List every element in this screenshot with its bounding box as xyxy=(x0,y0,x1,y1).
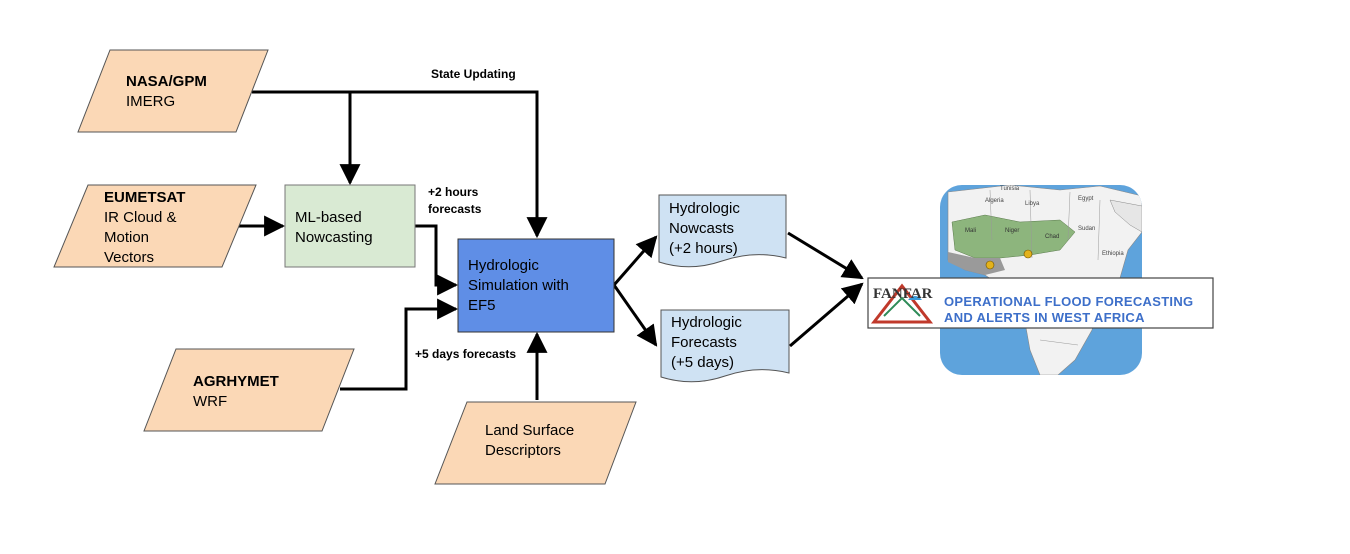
sim-line1: Hydrologic xyxy=(468,257,539,274)
sim-line2: Simulation with xyxy=(468,277,569,294)
map-label-tunisia: Tunisia xyxy=(1000,186,1020,192)
nowcasts-line3: (+2 hours) xyxy=(669,240,738,257)
land-line1: Land Surface xyxy=(485,422,574,439)
banner-line1: OPERATIONAL FLOOD FORECASTING xyxy=(944,294,1193,309)
nowcasts-line1: Hydrologic xyxy=(669,200,740,217)
label-five-days: +5 days forecasts xyxy=(415,347,516,361)
ml-line2: Nowcasting xyxy=(295,229,373,246)
eumetsat-line1: IR Cloud & xyxy=(104,209,177,226)
map-label-libya: Libya xyxy=(1025,201,1040,207)
nasa-title: NASA/GPM xyxy=(126,73,207,90)
map-label-chad: Chad xyxy=(1045,234,1059,240)
sim-line3: EF5 xyxy=(468,297,496,314)
forecasts-line1: Hydrologic xyxy=(671,314,742,331)
ml-nowcasting-box: ML-based Nowcasting xyxy=(284,184,416,268)
nowcasts-line2: Nowcasts xyxy=(669,220,734,237)
land-line2: Descriptors xyxy=(485,442,561,459)
agrhymet-title: AGRHYMET xyxy=(193,373,279,390)
fanfar-logo-text: FANFAR xyxy=(873,286,933,302)
forecasts-line2: Forecasts xyxy=(671,334,737,351)
map-label-mali: Mali xyxy=(965,228,976,234)
banner-line2: AND ALERTS IN WEST AFRICA xyxy=(944,310,1145,325)
input-land-surface: Land Surface Descriptors xyxy=(434,401,637,485)
edge-agrhymet-to-simulation xyxy=(340,298,459,391)
eumetsat-title: EUMETSAT xyxy=(104,189,185,206)
eumetsat-line3: Vectors xyxy=(104,249,154,266)
edge-sim-to-forecasts xyxy=(612,284,658,347)
nasa-subtitle: IMERG xyxy=(126,93,175,110)
edge-forecasts-to-fanfar xyxy=(789,282,864,348)
eumetsat-line2: Motion xyxy=(104,229,149,246)
output-nowcasts-document: Hydrologic Nowcasts (+2 hours) xyxy=(658,194,787,268)
ml-line1: ML-based xyxy=(295,209,362,226)
label-two-hours-line1: +2 hours xyxy=(428,185,479,199)
edge-nasa-to-simulation xyxy=(252,90,548,239)
map-label-ethiopia: Ethiopia xyxy=(1102,251,1124,257)
map-label-sudan: Sudan xyxy=(1078,226,1095,232)
input-eumetsat: EUMETSAT IR Cloud & Motion Vectors xyxy=(53,184,257,268)
edge-nowcasts-to-fanfar xyxy=(787,231,864,280)
map-label-egypt: Egypt xyxy=(1078,196,1094,202)
forecasts-line3: (+5 days) xyxy=(671,354,734,371)
edge-sim-to-nowcasts xyxy=(612,235,658,286)
map-label-algeria: Algeria xyxy=(985,198,1004,204)
connectors xyxy=(236,90,864,400)
output-forecasts-document: Hydrologic Forecasts (+5 days) xyxy=(660,309,790,383)
label-two-hours-line2: forecasts xyxy=(428,202,482,216)
input-nasa-gpm: NASA/GPM IMERG xyxy=(77,49,269,133)
edge-ml-to-simulation xyxy=(415,224,459,296)
input-agrhymet: AGRHYMET WRF xyxy=(143,348,355,432)
agrhymet-subtitle: WRF xyxy=(193,393,227,410)
map-label-niger: Niger xyxy=(1005,228,1019,234)
hydrologic-simulation-box: Hydrologic Simulation with EF5 xyxy=(457,238,615,333)
fanfar-logo: Libya Egypt Algeria Tunisia Mali Niger C… xyxy=(867,185,1214,375)
label-state-updating: State Updating xyxy=(431,67,516,81)
fanfar-logo-mark xyxy=(870,283,934,324)
